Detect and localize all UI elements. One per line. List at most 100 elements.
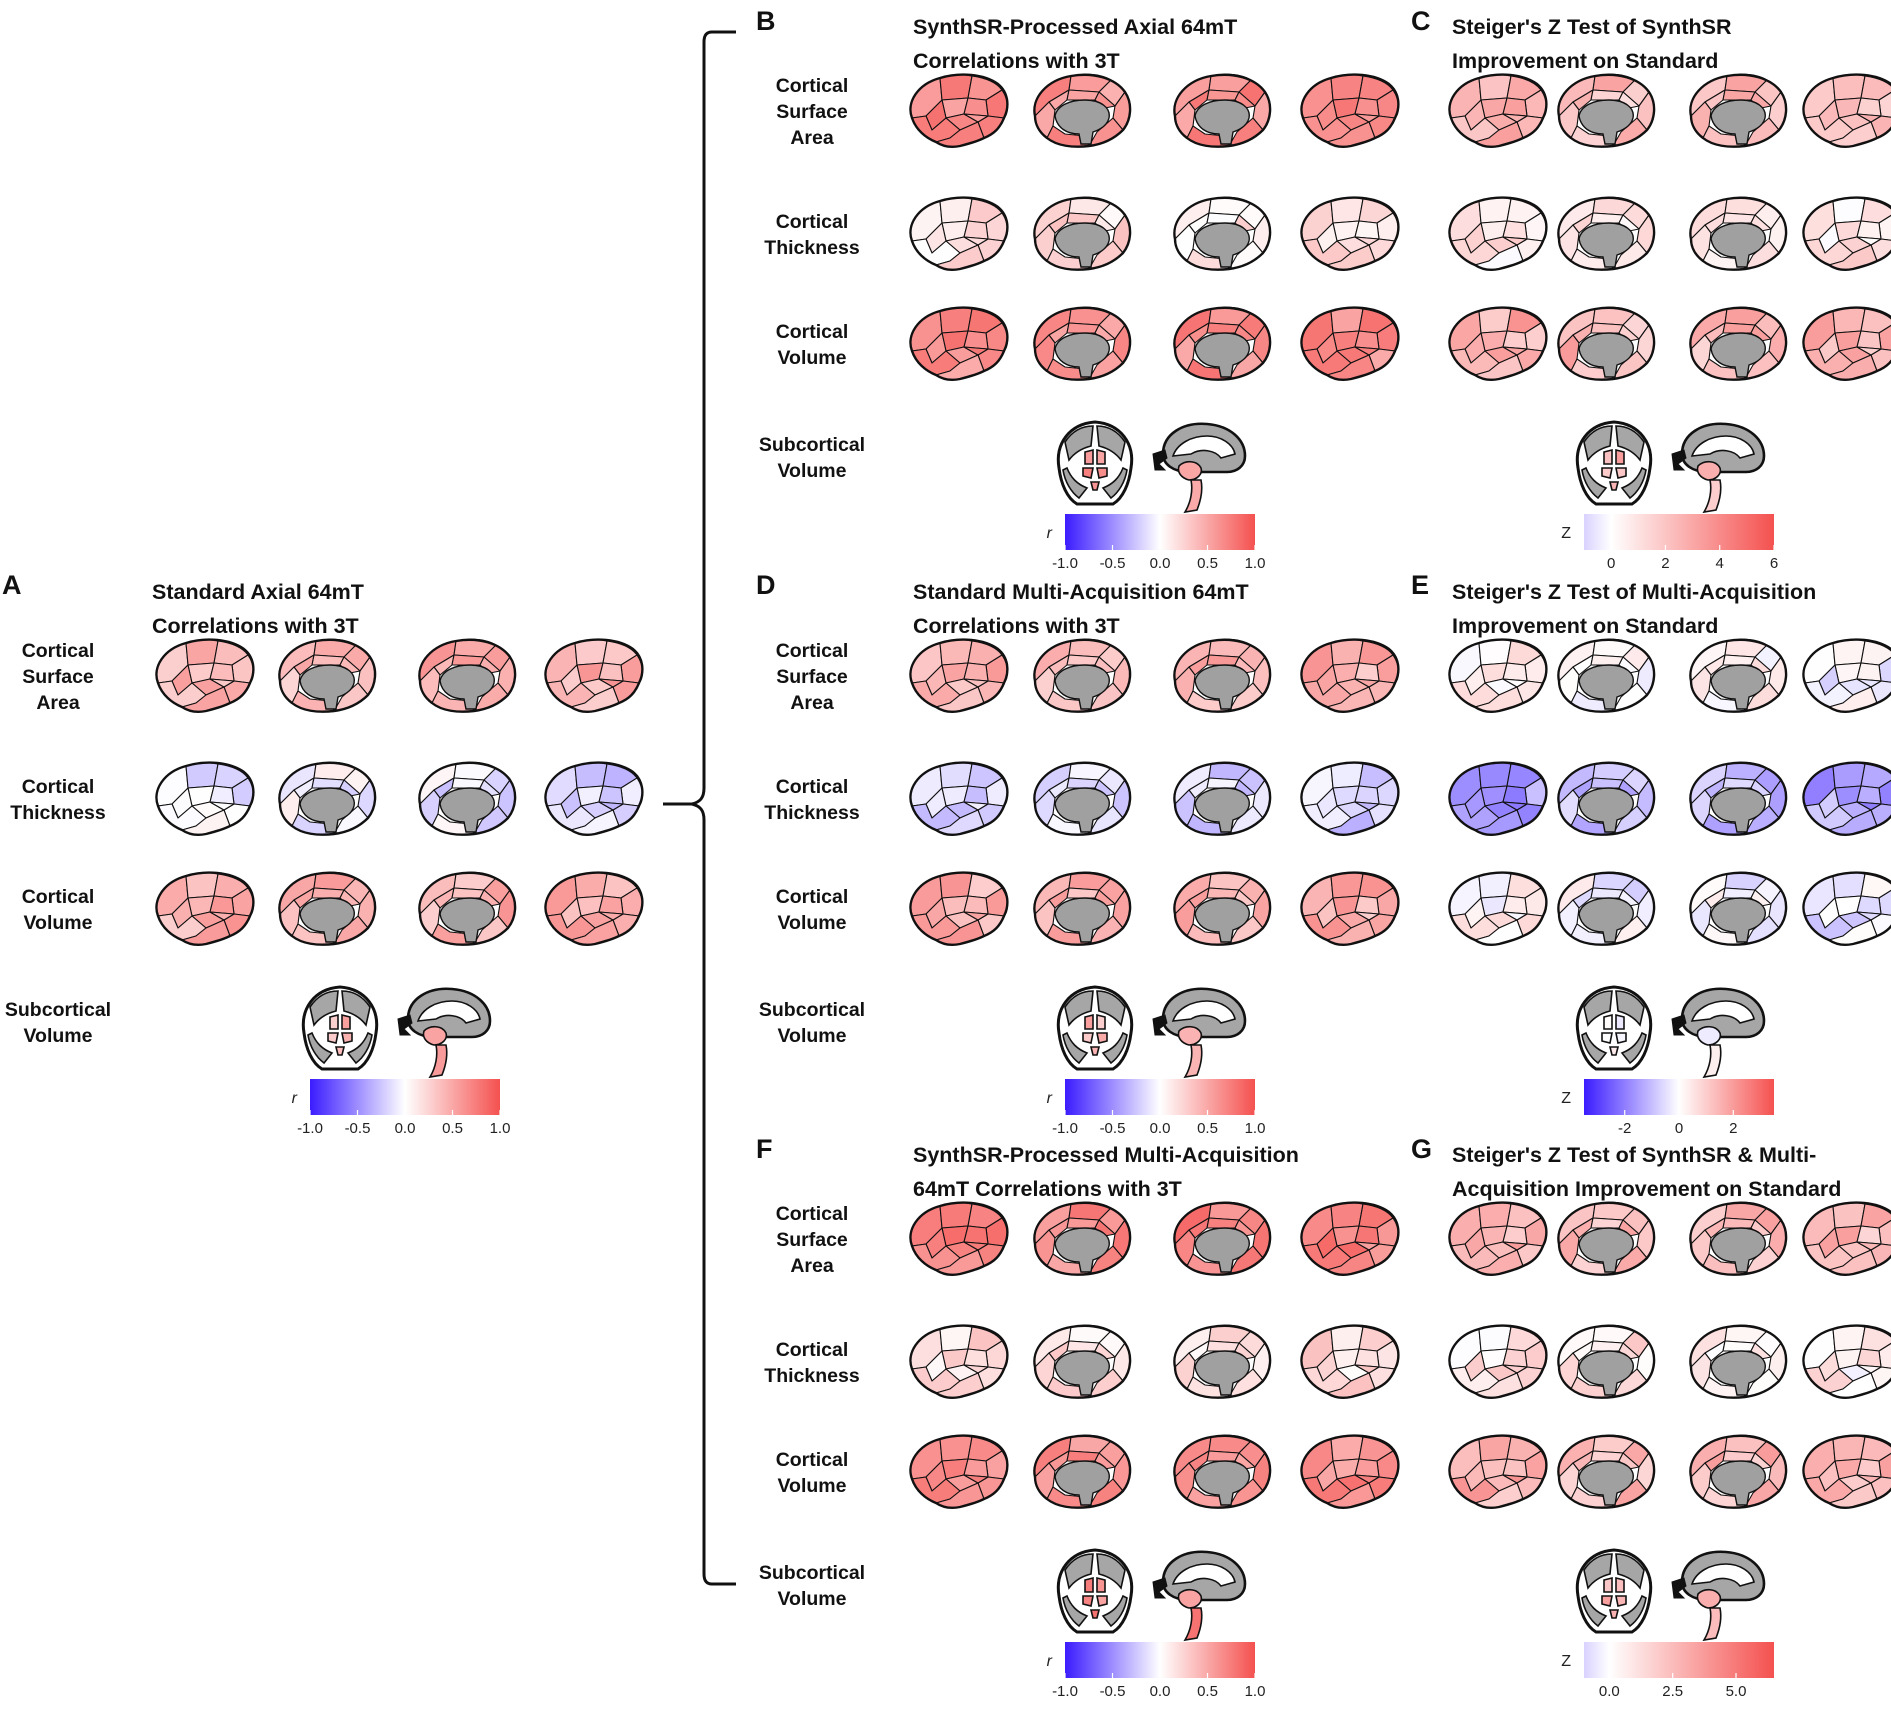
brain-region bbox=[1832, 762, 1866, 789]
medial-wall bbox=[1054, 787, 1110, 833]
brain-outline bbox=[1033, 1201, 1132, 1276]
panel-title-line: Steiger's Z Test of Multi-Acquisition bbox=[1452, 580, 1817, 604]
subcortical-structure bbox=[1096, 1013, 1106, 1030]
brain-region bbox=[185, 872, 219, 899]
panel-title-line: SynthSR-Processed Multi-Acquisition bbox=[913, 1143, 1299, 1167]
brain-outline bbox=[909, 196, 1009, 271]
brain-outline bbox=[1689, 1201, 1788, 1276]
brain-outline bbox=[1033, 761, 1132, 836]
brain-volume-lateral bbox=[1802, 871, 1891, 946]
sagittal-slice bbox=[1671, 1550, 1766, 1642]
brain-region bbox=[598, 911, 624, 921]
subcortical-structure bbox=[1089, 481, 1101, 491]
panel-title-line: Correlations with 3T bbox=[913, 49, 1120, 73]
row-label-word: Surface bbox=[22, 666, 94, 688]
brain-volume-medial bbox=[1173, 871, 1272, 946]
brain-outline bbox=[1173, 638, 1272, 713]
medial-wall bbox=[1054, 1350, 1110, 1396]
brain-volume-lateral bbox=[1448, 871, 1548, 946]
brain-region bbox=[209, 911, 235, 921]
brain-outline bbox=[1033, 1324, 1132, 1399]
brain-region bbox=[1722, 89, 1756, 101]
colorbar-symbol: r bbox=[1047, 1653, 1053, 1670]
colorbar-tick-label: 2 bbox=[1661, 555, 1669, 572]
brain-region bbox=[1856, 113, 1882, 123]
brain-outline bbox=[1557, 73, 1656, 148]
medial-wall bbox=[1710, 897, 1766, 943]
medial-wall bbox=[1578, 1460, 1634, 1506]
row-label-word: Subcortical bbox=[758, 999, 866, 1021]
panel-title-line: Correlations with 3T bbox=[913, 614, 1120, 638]
brain-region bbox=[1354, 1225, 1380, 1245]
subcortical-structure bbox=[1096, 1595, 1108, 1607]
medial-wall bbox=[1194, 897, 1250, 943]
brain-surface-area-medial bbox=[1033, 73, 1132, 148]
brain-thickness-lateral bbox=[909, 761, 1009, 836]
subcortical-structure bbox=[1615, 1595, 1627, 1607]
brain-region bbox=[1590, 777, 1624, 789]
panel-title-line: Standard Axial 64mT bbox=[152, 580, 364, 604]
brain-thickness-lateral bbox=[1448, 1324, 1548, 1399]
brain-outline bbox=[1300, 73, 1400, 148]
brain-volume-lateral bbox=[1448, 306, 1548, 381]
brain-region bbox=[1502, 236, 1528, 246]
brain-outline bbox=[544, 761, 644, 836]
panel-letter: C bbox=[1411, 6, 1431, 36]
colorbar-tick-label: 0 bbox=[1675, 1120, 1683, 1137]
brain-volume-medial bbox=[1033, 306, 1132, 381]
brain-thickness-lateral bbox=[1448, 761, 1548, 836]
brain-outline bbox=[1033, 638, 1132, 713]
subcortical-structure bbox=[1089, 1046, 1101, 1056]
brain-region bbox=[1478, 872, 1512, 899]
panel-title-line: Standard Multi-Acquisition 64mT bbox=[913, 580, 1249, 604]
subcortical-structure bbox=[1096, 1576, 1106, 1593]
brain-region bbox=[451, 887, 485, 899]
panel-letter: B bbox=[756, 6, 776, 36]
brain-region bbox=[1722, 1340, 1756, 1352]
row-label-word: Cortical bbox=[775, 321, 849, 343]
brain-outline bbox=[1300, 306, 1400, 381]
subcortical-views bbox=[1056, 985, 1247, 1079]
colorbar-tick-label: -0.5 bbox=[1100, 555, 1126, 572]
brain-region bbox=[598, 678, 624, 688]
brain-volume-medial bbox=[1033, 871, 1132, 946]
row-label-word: Volume bbox=[777, 1588, 847, 1610]
brain-region bbox=[1502, 1241, 1528, 1251]
brain-outline bbox=[1173, 761, 1272, 836]
medial-wall bbox=[1710, 664, 1766, 710]
brain-volume-medial bbox=[1557, 306, 1656, 381]
subcortical-structure bbox=[1084, 1576, 1094, 1593]
brain-volume-lateral bbox=[1802, 306, 1891, 381]
brain-outline bbox=[909, 638, 1009, 713]
subcortical-structure bbox=[1615, 467, 1627, 479]
brain-surface-area-lateral bbox=[1448, 73, 1548, 148]
subcortical-views bbox=[1575, 1548, 1766, 1642]
brain-region bbox=[963, 113, 989, 123]
brain-outline bbox=[909, 761, 1009, 836]
brain-region bbox=[963, 97, 989, 117]
brain-region bbox=[1502, 346, 1528, 356]
subcortical-views bbox=[1056, 420, 1247, 514]
brain-region bbox=[1722, 887, 1756, 899]
brain-region bbox=[1722, 777, 1756, 789]
brain-region bbox=[1206, 1450, 1240, 1462]
brain-outline bbox=[1448, 73, 1548, 148]
row-label-word: Area bbox=[790, 692, 834, 714]
subcortical-views bbox=[1056, 1548, 1247, 1642]
colorbar-tick-label: 0 bbox=[1607, 555, 1615, 572]
subcortical-structure bbox=[1082, 1595, 1094, 1607]
brain-region bbox=[963, 1474, 989, 1484]
subcortical-structure bbox=[1183, 1607, 1203, 1642]
colorbar-tick-label: -0.5 bbox=[1100, 1120, 1126, 1137]
medial-wall bbox=[1578, 1227, 1634, 1273]
subcortical-structure bbox=[1096, 1032, 1108, 1044]
brain-region bbox=[1856, 785, 1882, 805]
brain-outline bbox=[418, 871, 517, 946]
brain-region bbox=[1832, 197, 1866, 224]
brain-volume-lateral bbox=[1448, 1434, 1548, 1509]
